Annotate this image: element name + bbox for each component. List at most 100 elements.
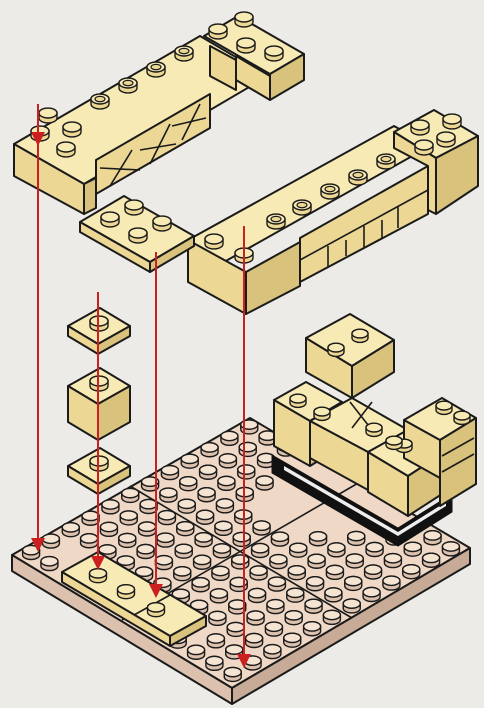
stud	[210, 589, 227, 603]
stud	[366, 542, 383, 556]
stud	[160, 488, 177, 502]
stud	[42, 534, 59, 548]
stud	[153, 216, 171, 231]
stud	[129, 228, 147, 243]
stud	[218, 476, 235, 490]
stud	[206, 656, 223, 670]
stud	[267, 600, 284, 614]
stud	[192, 578, 209, 592]
stud	[102, 500, 119, 514]
stud	[424, 531, 441, 545]
stud	[197, 510, 214, 524]
stud	[250, 566, 267, 580]
stud	[235, 12, 253, 27]
stud	[161, 466, 178, 480]
stud	[205, 234, 223, 249]
stud	[237, 38, 255, 53]
stud	[290, 543, 307, 557]
stud	[268, 577, 285, 591]
stud	[349, 170, 367, 185]
stud	[212, 566, 229, 580]
stud	[326, 565, 343, 579]
stud	[305, 599, 322, 613]
stud	[224, 667, 241, 681]
stud	[249, 588, 266, 602]
stud	[323, 610, 340, 624]
stud	[377, 154, 395, 169]
stud	[155, 556, 172, 570]
stud	[63, 122, 81, 137]
stud	[233, 532, 250, 546]
stud	[180, 477, 197, 491]
stud	[140, 499, 157, 513]
stud	[178, 499, 195, 513]
stud	[174, 567, 191, 581]
stud	[290, 394, 306, 407]
stud	[314, 407, 330, 420]
stud	[271, 532, 288, 546]
stud	[325, 588, 342, 602]
stud	[177, 522, 194, 536]
stud	[90, 569, 107, 583]
stud	[194, 555, 211, 569]
stud	[383, 576, 400, 590]
stud	[437, 132, 455, 147]
stud	[436, 401, 452, 414]
stud	[207, 634, 224, 648]
stud	[307, 577, 324, 591]
stud	[287, 588, 304, 602]
stud	[343, 599, 360, 613]
stud	[348, 531, 365, 545]
stud	[238, 465, 255, 479]
stud	[91, 94, 109, 109]
stud	[57, 142, 75, 157]
stud	[148, 603, 165, 617]
wall-right-beam-side	[246, 242, 300, 314]
stud	[200, 465, 217, 479]
stud	[137, 544, 154, 558]
stud	[288, 566, 305, 580]
stud	[365, 565, 382, 579]
stud	[345, 576, 362, 590]
stud	[246, 633, 263, 647]
stud	[125, 200, 143, 215]
stud	[363, 587, 380, 601]
stud	[328, 343, 344, 356]
stud	[198, 488, 215, 502]
stud	[175, 46, 193, 61]
stud	[216, 499, 233, 513]
stud	[404, 542, 421, 556]
stud	[41, 557, 58, 571]
stud	[122, 488, 139, 502]
wall-upper-beam-side	[84, 178, 96, 214]
stud	[213, 544, 230, 558]
stud	[423, 553, 440, 567]
stud	[403, 565, 420, 579]
stud	[346, 554, 363, 568]
stud	[219, 454, 236, 468]
stud	[158, 511, 175, 525]
stud	[181, 454, 198, 468]
stud	[120, 511, 137, 525]
stud	[264, 645, 281, 659]
stud	[147, 62, 165, 77]
stud	[384, 554, 401, 568]
stud	[175, 544, 192, 558]
stud	[139, 522, 156, 536]
stud	[209, 24, 227, 39]
stud	[304, 622, 321, 636]
stud	[252, 543, 269, 557]
stud	[101, 212, 119, 227]
wall-piece-right	[188, 110, 478, 314]
stud	[411, 120, 429, 135]
stud	[270, 555, 287, 569]
stud	[62, 523, 79, 537]
stud	[247, 611, 264, 625]
stud	[454, 411, 470, 424]
stud	[386, 436, 402, 449]
stud	[39, 108, 57, 123]
stud	[366, 423, 382, 436]
stud	[157, 533, 174, 547]
stud	[209, 611, 226, 625]
